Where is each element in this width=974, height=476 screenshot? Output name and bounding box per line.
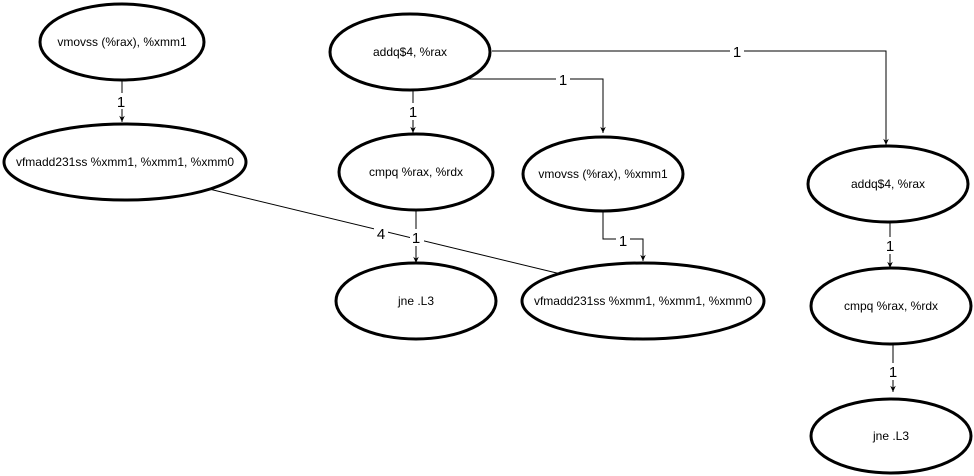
node-vfmadd-2[interactable]: vfmadd231ss %xmm1, %xmm1, %xmm0 — [520, 261, 766, 341]
node-cmpq-1[interactable]: cmpq %rax, %rdx — [337, 132, 495, 212]
edge-label: 1 — [886, 238, 894, 255]
edge-n9-to-n10[interactable]: 1 — [886, 345, 900, 392]
edge-label: 1 — [733, 44, 741, 61]
node-label: addq$4, %rax — [851, 177, 925, 191]
edge-n2-to-n7[interactable]: 4 — [204, 187, 566, 277]
edge-n3-to-n6[interactable]: 1 — [466, 71, 606, 133]
node-label: jne .L3 — [397, 294, 434, 308]
edges: 1 4 1 1 1 1 1 — [114, 43, 900, 392]
edge-n3-to-n8[interactable]: 1 — [492, 43, 889, 145]
node-label: vmovss (%rax), %xmm1 — [538, 167, 668, 181]
node-vmovss-1[interactable]: vmovss (%rax), %xmm1 — [38, 2, 206, 82]
node-label: cmpq %rax, %rdx — [369, 165, 463, 179]
edge-label: 1 — [117, 94, 125, 111]
node-vfmadd-1[interactable]: vfmadd231ss %xmm1, %xmm1, %xmm0 — [2, 122, 248, 202]
node-vmovss-2[interactable]: vmovss (%rax), %xmm1 — [521, 135, 685, 213]
edge-n6-to-n7[interactable]: 1 — [602, 211, 646, 261]
edge-n8-to-n9[interactable]: 1 — [883, 222, 897, 268]
node-jne-1[interactable]: jne .L3 — [334, 261, 498, 341]
node-addq-2[interactable]: addq$4, %rax — [806, 144, 970, 224]
node-label: vfmadd231ss %xmm1, %xmm1, %xmm0 — [16, 155, 234, 169]
edge-label: 1 — [412, 230, 420, 247]
edge-label: 4 — [377, 226, 385, 243]
node-label: vmovss (%rax), %xmm1 — [57, 35, 187, 49]
node-label: addq$4, %rax — [373, 45, 447, 59]
edge-label: 1 — [409, 104, 417, 121]
edge-label: 1 — [559, 72, 567, 89]
edge-n4-to-n5[interactable]: 1 — [410, 210, 424, 263]
node-cmpq-2[interactable]: cmpq %rax, %rdx — [809, 266, 973, 346]
node-jne-2[interactable]: jne .L3 — [809, 397, 973, 475]
node-label: vfmadd231ss %xmm1, %xmm1, %xmm0 — [534, 294, 752, 308]
edge-n1-to-n2[interactable]: 1 — [114, 79, 128, 122]
node-addq-1[interactable]: addq$4, %rax — [328, 12, 492, 92]
edge-label: 1 — [889, 364, 897, 381]
edge-n3-to-n4[interactable]: 1 — [407, 90, 421, 133]
edge-label: 1 — [619, 233, 627, 250]
node-label: cmpq %rax, %rdx — [844, 299, 938, 313]
node-label: jne .L3 — [872, 429, 909, 443]
